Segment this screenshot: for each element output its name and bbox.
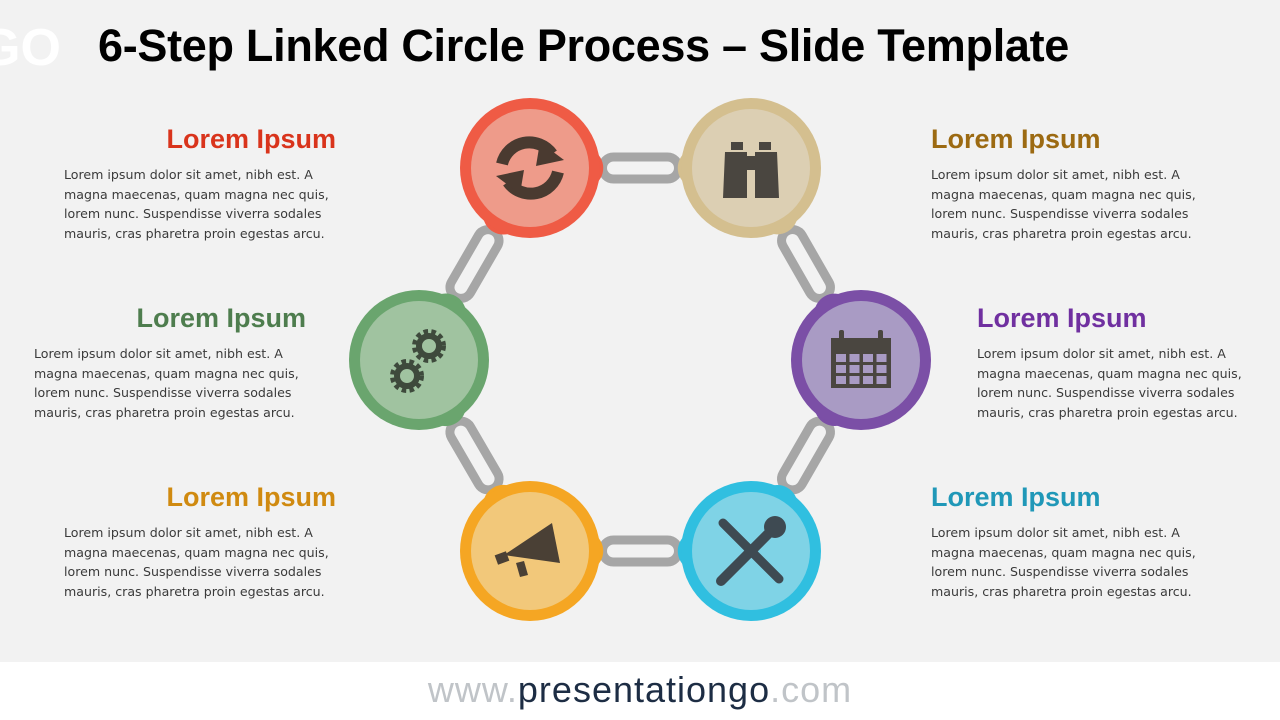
step-1-text: Lorem ipsum dolor sit amet, nibh est. A … [64,167,329,241]
step-6-text: Lorem ipsum dolor sit amet, nibh est. A … [34,346,299,420]
step-6-block: Lorem Ipsum Lorem ipsum dolor sit amet, … [34,303,306,422]
step-5-text: Lorem ipsum dolor sit amet, nibh est. A … [64,525,329,599]
step-4-circle [681,481,821,621]
step-4-block: Lorem Ipsum Lorem ipsum dolor sit amet, … [931,482,1203,601]
step-3-block: Lorem Ipsum Lorem ipsum dolor sit amet, … [977,303,1249,422]
step-1-block: Lorem Ipsum Lorem ipsum dolor sit amet, … [64,124,336,243]
calendar-icon [831,330,891,388]
step-4-heading: Lorem Ipsum [931,482,1101,512]
step-1-heading: Lorem Ipsum [166,124,336,154]
refresh-icon [496,136,564,200]
gears-icon [390,329,446,393]
megaphone-icon [494,523,560,577]
logo: GO [0,19,61,77]
binoculars-icon [723,142,779,198]
step-5-block: Lorem Ipsum Lorem ipsum dolor sit amet, … [64,482,336,601]
tools-icon [716,516,786,586]
slide-title: 6-Step Linked Circle Process – Slide Tem… [98,20,1070,71]
footer-prefix: www. [427,669,518,710]
step-2-text: Lorem ipsum dolor sit amet, nibh est. A … [931,167,1196,241]
step-3-text: Lorem ipsum dolor sit amet, nibh est. A … [977,346,1242,420]
step-2-heading: Lorem Ipsum [931,124,1101,154]
step-3-circle [791,290,931,430]
step-6-circle [349,290,489,430]
step-5-heading: Lorem Ipsum [166,482,336,512]
step-2-circle [681,98,821,238]
step-6-heading: Lorem Ipsum [136,303,306,333]
footer-suffix: .com [770,669,853,710]
step-3-heading: Lorem Ipsum [977,303,1147,333]
step-1-circle [460,98,600,238]
footer-brand: presentationgo [517,669,771,710]
step-2-block: Lorem Ipsum Lorem ipsum dolor sit amet, … [931,124,1203,243]
step-4-text: Lorem ipsum dolor sit amet, nibh est. A … [931,525,1196,599]
footer: www.presentationgo.com [0,662,1280,720]
step-5-circle [460,481,600,621]
